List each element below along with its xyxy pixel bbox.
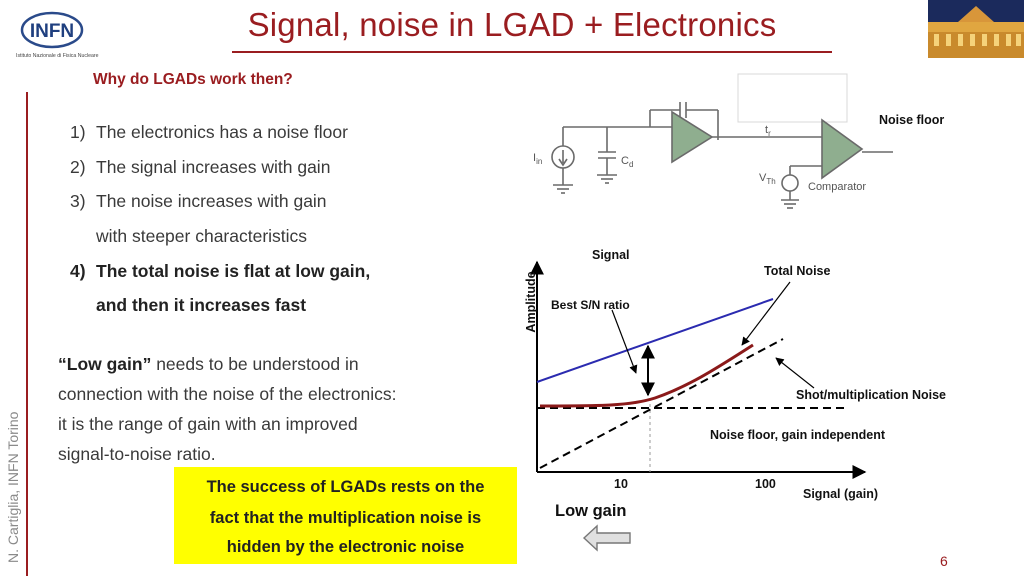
signal-line — [536, 298, 774, 383]
iin-label: Iin — [533, 152, 543, 167]
low-gain-arrow-icon — [582, 524, 631, 552]
shot-noise-pointer — [775, 357, 815, 389]
total-noise-curve — [539, 343, 754, 408]
best-sn-pointer — [611, 309, 638, 374]
circuit-schematic — [551, 73, 893, 209]
highlight-line: hidden by the electronic noise — [226, 538, 465, 556]
total-noise-pointer — [741, 281, 791, 346]
low-gain-label: Low gain — [555, 502, 627, 520]
paragraph-line: it is the range of gain with an improved — [58, 414, 358, 434]
paragraph-line: connection with the noise of the electro… — [58, 384, 397, 404]
x-tick-label: 10 — [614, 477, 628, 491]
highlight-line: The success of LGADs rests on the — [206, 478, 485, 496]
cd-label: Cd — [621, 155, 634, 170]
shot-noise-line — [539, 338, 784, 469]
comparator-label: Comparator — [808, 181, 867, 193]
list-item: 3)The noise increases with gain — [70, 191, 327, 211]
noise-floor-label: Noise floor — [879, 113, 945, 127]
x-tick-label: 100 — [755, 477, 776, 491]
list-item: and then it increases fast — [96, 295, 307, 315]
page-number: 6 — [940, 553, 948, 569]
signal-series-label: Signal — [592, 248, 630, 262]
building-photo — [928, 0, 1024, 58]
sidebar-accent-bar — [26, 92, 28, 576]
svg-text:INFN: INFN — [30, 21, 74, 42]
total-noise-label: Total Noise — [764, 264, 831, 278]
highlight-box: The success of LGADs rests on the fact t… — [174, 467, 517, 564]
paragraph-line: “Low gain” needs to be understood in — [58, 354, 359, 374]
y-axis-label: Amplitude — [524, 271, 538, 333]
list-item: 4)The total noise is flat at low gain, — [70, 261, 371, 281]
list-item: 2)The signal increases with gain — [70, 157, 331, 177]
vth-label: VTh — [759, 172, 776, 187]
shot-noise-label: Shot/multiplication Noise — [796, 388, 947, 402]
title-underline — [232, 51, 832, 53]
best-sn-label: Best S/N ratio — [551, 298, 630, 312]
noise-floor-gain-label: Noise floor, gain independent — [710, 428, 886, 442]
page-title: Signal, noise in LGAD + Electronics — [247, 6, 777, 43]
list-item: 1)The electronics has a noise floor — [70, 122, 348, 142]
highlight-line: fact that the multiplication noise is — [209, 509, 482, 527]
list-item: with steeper characteristics — [96, 226, 308, 246]
tr-label: tr — [765, 124, 771, 139]
x-axis-label: Signal (gain) — [803, 487, 878, 501]
paragraph-line: signal-to-noise ratio. — [58, 444, 216, 464]
svg-text:Istituto Nazionale di Fisica N: Istituto Nazionale di Fisica Nucleare — [16, 53, 99, 59]
section-subtitle: Why do LGADs work then? — [93, 71, 293, 88]
infn-logo: INFN Istituto Nazionale di Fisica Nuclea… — [16, 11, 99, 59]
